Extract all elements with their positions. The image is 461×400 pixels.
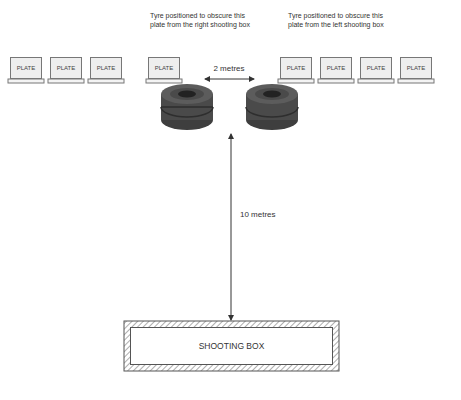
hatched-border — [124, 321, 339, 371]
node-label: PLATE — [155, 65, 174, 71]
target-plate: PLATE — [280, 57, 312, 79]
node-label: PLATE — [97, 65, 116, 71]
target-plate: PLATE — [90, 57, 122, 79]
plate-stand — [358, 79, 394, 83]
dimension-arrow — [231, 134, 232, 320]
target-plate: PLATE — [148, 57, 180, 79]
target-plate: PLATE — [10, 57, 42, 79]
target-plate: PLATE — [400, 57, 432, 79]
plate-stand — [318, 79, 354, 83]
target-plate: PLATE — [360, 57, 392, 79]
node-label: PLATE — [17, 65, 36, 71]
node-label: SHOOTING BOX — [199, 341, 265, 351]
dimension-arrow — [205, 79, 254, 80]
dimension-label: 10 metres — [238, 210, 278, 220]
node-label: PLATE — [57, 65, 76, 71]
node-label: PLATE — [327, 65, 346, 71]
plate-stand — [88, 79, 124, 83]
plate-stand — [398, 79, 434, 83]
node-label: PLATE — [287, 65, 306, 71]
callout-note: Tyre positioned to obscure this plate fr… — [288, 12, 396, 30]
plate-stand — [8, 79, 44, 83]
target-plate: PLATE — [50, 57, 82, 79]
tyre-stack — [161, 84, 213, 130]
plate-stand — [278, 79, 314, 83]
callout-note: Tyre positioned to obscure this plate fr… — [150, 12, 258, 30]
target-plate: PLATE — [320, 57, 352, 79]
node-label: PLATE — [407, 65, 426, 71]
node-label: PLATE — [367, 65, 386, 71]
tyre-stack — [246, 84, 298, 130]
shooting-box: SHOOTING BOX — [130, 327, 333, 365]
dimension-label: 2 metres — [211, 64, 246, 74]
plate-stand — [146, 79, 182, 83]
plate-stand — [48, 79, 84, 83]
